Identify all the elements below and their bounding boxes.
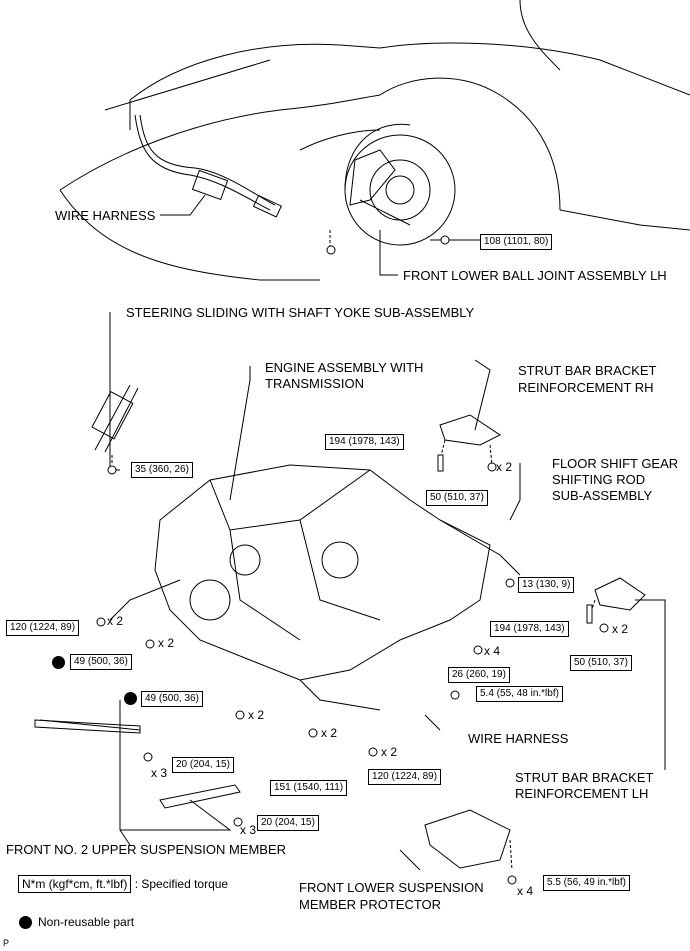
label-engine-line2: TRANSMISSION (265, 376, 364, 391)
torque-194-lh: 194 (1978, 143) (490, 621, 569, 637)
torque-108: 108 (1101, 80) (480, 234, 553, 250)
torque-120-bottom: 120 (1224, 89) (368, 769, 442, 785)
mult-x2-rh: x 2 (496, 460, 513, 474)
nonreusable-marker-49a (52, 656, 65, 669)
torque-120-left: 120 (1224, 89) (6, 620, 80, 636)
mult-x2-120: x 2 (107, 614, 124, 628)
label-front-lower-ball-joint: FRONT LOWER BALL JOINT ASSEMBLY LH (403, 268, 667, 283)
mult-x2-120b: x 2 (381, 745, 398, 759)
label-wire-harness-top: WIRE HARNESS (55, 208, 156, 223)
label-engine-line1: ENGINE ASSEMBLY WITH (265, 360, 424, 375)
mult-x3-b: x 3 (240, 823, 257, 837)
nonreusable-marker-49b (124, 692, 137, 705)
strut-bracket-lh-drawing (589, 577, 646, 616)
torque-49-b: 49 (500, 36) (141, 691, 203, 707)
mult-x3-a: x 3 (151, 766, 168, 780)
engine-transmission-drawing (109, 464, 521, 711)
upper-suspension-members-drawing (34, 719, 241, 809)
legend-unit-box: N*m (kgf*cm, ft.*lbf) (18, 875, 132, 893)
label-strut-lh-line1: STRUT BAR BRACKET (515, 770, 654, 785)
torque-20-a: 20 (204, 15) (172, 757, 234, 773)
label-front-no2-upper: FRONT NO. 2 UPPER SUSPENSION MEMBER (6, 842, 287, 857)
wire-harness-top-drawing (134, 114, 282, 218)
mult-x2-lh: x 2 (612, 622, 629, 636)
label-wire-harness-mid: WIRE HARNESS (468, 731, 569, 746)
brake-hub-assembly (344, 123, 456, 246)
mult-x2-49a: x 2 (158, 636, 175, 650)
torque-50-lh: 50 (510, 37) (570, 655, 632, 671)
leader-lines (39, 194, 666, 871)
torque-26: 26 (260, 19) (448, 667, 510, 683)
torque-35: 35 (360, 26) (131, 462, 193, 478)
torque-5-4: 5.4 (55, 48 in.*lbf) (476, 686, 563, 702)
label-strut-rh-line1: STRUT BAR BRACKET (518, 363, 657, 378)
label-strut-lh-line2: REINFORCEMENT LH (515, 786, 649, 801)
label-floor-shift-line3: SUB-ASSEMBLY (552, 488, 653, 503)
steering-shaft-drawing (91, 384, 139, 465)
mult-x2-49b: x 2 (248, 708, 265, 722)
label-floor-shift-line2: SHIFTING ROD (552, 472, 646, 487)
label-floor-shift-line1: FLOOR SHIFT GEAR (552, 456, 679, 471)
mult-x2-151: x 2 (321, 726, 338, 740)
torque-151: 151 (1540, 111) (270, 780, 348, 796)
label-strut-rh-line2: REINFORCEMENT RH (518, 380, 654, 395)
legend-nonreusable-dot (19, 916, 32, 929)
protector-drawing (424, 809, 513, 871)
legend-nonreusable-text: Non-reusable part (38, 915, 135, 929)
torque-13: 13 (130, 9) (518, 577, 575, 593)
legend-specified-torque: N*m (kgf*cm, ft.*lbf) : Specified torque (18, 875, 229, 893)
mult-x4-26: x 4 (484, 644, 501, 658)
label-protector-line2: MEMBER PROTECTOR (299, 897, 442, 912)
bolt-icons (96, 235, 609, 885)
label-steering-sliding: STEERING SLIDING WITH SHAFT YOKE SUB-ASS… (126, 305, 475, 320)
label-protector-line1: FRONT LOWER SUSPENSION (299, 880, 484, 895)
car-body-outline (59, 0, 690, 281)
mult-x4-55: x 4 (517, 884, 534, 898)
strut-bracket-rh-drawing (439, 414, 501, 466)
torque-194-rh: 194 (1978, 143) (325, 434, 404, 450)
corner-mark: P (3, 938, 10, 948)
torque-5-5: 5.5 (56, 49 in.*lbf) (543, 875, 630, 891)
torque-50-rh: 50 (510, 37) (426, 490, 488, 506)
legend-unit-desc: : Specified torque (134, 877, 229, 891)
torque-49-a: 49 (500, 36) (70, 654, 132, 670)
torque-20-b: 20 (204, 15) (257, 815, 319, 831)
